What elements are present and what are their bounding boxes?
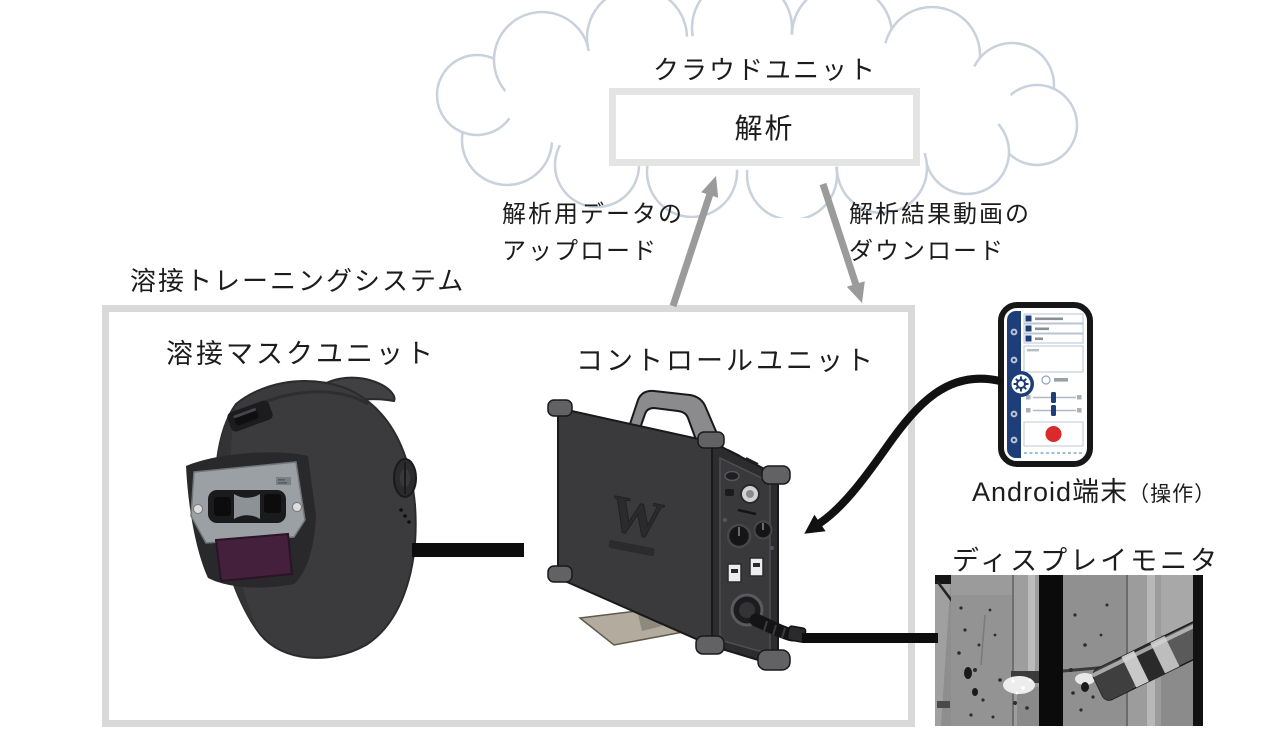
- screw-icon: [193, 504, 203, 514]
- gear-icon: [1010, 328, 1018, 444]
- system-title: 溶接トレーニングシステム: [130, 266, 466, 296]
- control-unit-label: コントロールユニット: [576, 346, 876, 376]
- android-label: Android端末（操作）: [972, 470, 1216, 509]
- timestamp-tag: [937, 701, 950, 708]
- mask-plate-tag: [276, 477, 291, 485]
- brand-logo-wordmark: [608, 540, 655, 557]
- welding-torch: [1091, 620, 1203, 701]
- cable-connector: [730, 593, 807, 643]
- analysis-label: 解析: [734, 113, 795, 144]
- brand-logo: W: [605, 484, 668, 557]
- control-unit-illustration: W: [547, 389, 807, 671]
- weld-sparks: [1075, 673, 1095, 685]
- monitor-image: [935, 575, 1203, 726]
- android-phone-illustration: [998, 302, 1093, 467]
- toggle-switch: [725, 489, 734, 496]
- download-label-line2: ダウンロード: [849, 238, 1005, 265]
- power-indicator: [724, 470, 740, 482]
- android-label-text: Android端末: [972, 477, 1129, 507]
- screw-icon: [292, 502, 302, 512]
- mask-vent: [227, 400, 273, 432]
- slider-row: [1026, 392, 1082, 403]
- welding-mask-illustration: [186, 376, 417, 659]
- analysis-box: 解析: [609, 88, 920, 166]
- cloud-title: クラウドユニット: [652, 55, 877, 85]
- corner-guards: [547, 399, 791, 671]
- settings-gear-button: [1008, 371, 1034, 397]
- usb-ports: [727, 557, 764, 583]
- visor-window: [214, 532, 294, 583]
- download-label: 解析結果動画の ダウンロード: [849, 196, 1031, 270]
- weld-sparks: [1003, 676, 1035, 694]
- mask-unit-label: 溶接マスクユニット: [166, 339, 436, 369]
- right-camera-window: [264, 494, 281, 513]
- slider-row: [1026, 405, 1082, 416]
- form-rows: [1023, 313, 1084, 344]
- upload-label-line1: 解析用データの: [502, 201, 684, 228]
- android-label-note: （操作）: [1128, 483, 1217, 506]
- download-label-line1: 解析結果動画の: [849, 201, 1031, 228]
- monitor-label: ディスプレイモニタ: [952, 546, 1221, 576]
- camera-bridge: [234, 494, 260, 519]
- upload-label-line2: アップロード: [502, 238, 658, 265]
- left-camera-window: [214, 497, 231, 516]
- brand-logo-letter: W: [605, 485, 667, 551]
- side-knob: [393, 458, 417, 498]
- upload-label: 解析用データの アップロード: [502, 196, 684, 270]
- record-button: [1045, 426, 1062, 442]
- reset-button: [1041, 375, 1068, 385]
